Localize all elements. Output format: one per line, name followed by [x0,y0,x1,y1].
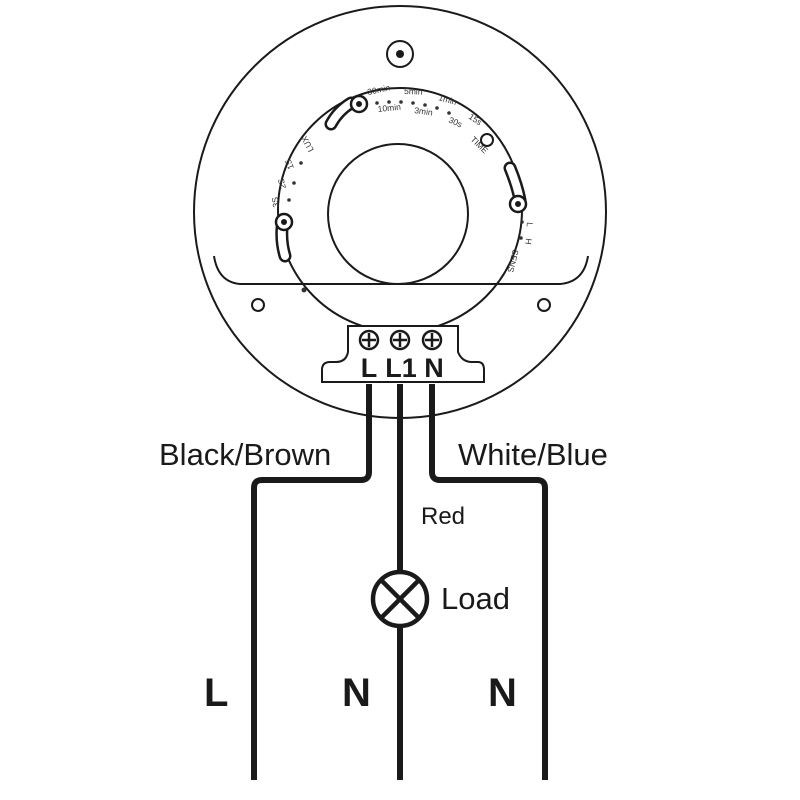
sens-mark-l: L [525,222,535,228]
time-mark-5min: 5min [404,86,423,97]
time-mark-15s: 15s [467,111,484,127]
wire-white-blue [429,384,548,780]
terminal-label-l1: L1 [385,353,417,383]
sensor-device: 30min 10min 5min 3min 1min 30s 15s TIME … [193,5,607,419]
lux-mark-2s: 2S [276,177,288,190]
time-mark-30s: 30s [447,115,464,130]
neutral-label-middle: N [342,671,371,715]
mounting-hole-left [251,298,265,312]
lux-scale: LUX 1S 2S 3S [270,134,316,208]
time-mark-3min: 3min [414,105,434,118]
indicator-dot [301,287,307,293]
device-base-plate [213,255,589,285]
line-label-left: L [204,671,228,715]
time-adjust-knob [324,94,369,131]
mounting-hole-right [537,298,551,312]
wire-black-brown [251,384,372,780]
time-mark-30min: 30min [366,82,391,97]
control-dial-ring [277,87,523,333]
screw-l1 [389,329,411,351]
lux-adjust-knob [274,212,294,263]
time-mark-1min: 1min [437,92,458,107]
screw-l [358,329,380,351]
terminal-block: L L1 N [321,325,485,383]
lux-mark-3s: 3S [270,196,281,208]
neutral-label-right: N [488,671,517,715]
wire-label-white-blue: White/Blue [458,437,608,472]
time-mark-10min: 10min [377,102,401,114]
sensor-lens [327,143,469,285]
wire-label-red: Red [421,503,465,530]
wire-label-black-brown: Black/Brown [159,437,331,472]
sens-mark-h: H [523,238,534,245]
load-label: Load [441,581,510,616]
sens-scale-title: SENS [505,249,520,274]
load-lamp-symbol [370,569,430,629]
terminal-label-l: L [361,353,378,383]
wiring [251,384,548,780]
mounting-hole-top [386,40,414,68]
screw-n [421,329,443,351]
sens-adjust-knob [503,161,528,214]
terminal-label-n: N [424,353,444,383]
lux-mark-1s: 1S [283,157,296,171]
